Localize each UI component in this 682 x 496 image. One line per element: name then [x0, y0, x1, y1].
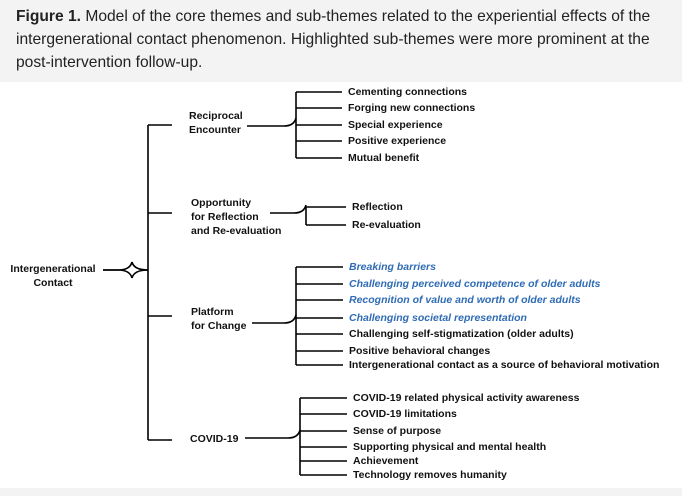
subtheme-label: Sense of purpose: [353, 425, 442, 437]
subtheme-label: Challenging self-stigmatization (older a…: [349, 328, 574, 340]
root-connector: [103, 261, 133, 271]
theme-connector: [252, 314, 297, 324]
figure-caption: Figure 1. Model of the core themes and s…: [0, 0, 682, 82]
theme-connector: [245, 429, 301, 439]
theme-connector: [270, 204, 307, 214]
caption-text: Figure 1. Model of the core themes and s…: [0, 0, 682, 74]
theme-label: Reciprocal: [189, 110, 243, 122]
subtheme-label: COVID-19 limitations: [353, 408, 457, 420]
trunk-junction: [131, 261, 149, 271]
subtheme-label: Recognition of value and worth of older …: [349, 294, 581, 306]
subtheme-label: Challenging perceived competence of olde…: [349, 278, 601, 290]
subtheme-label: Cementing connections: [348, 86, 468, 98]
theme-label: COVID-19: [190, 433, 239, 445]
subtheme-label: Achievement: [353, 455, 419, 467]
theme-label: Platform: [191, 306, 234, 318]
subtheme-label: Re-evaluation: [352, 219, 421, 231]
subtheme-label: Breaking barriers: [349, 261, 436, 273]
figure-label: Figure 1.: [16, 8, 81, 25]
subtheme-label: Positive experience: [348, 135, 447, 147]
subtheme-label: Positive behavioral changes: [349, 345, 491, 357]
subtheme-label: Technology removes humanity: [353, 469, 507, 481]
subtheme-label: Forging new connections: [348, 102, 476, 114]
theme-label: for Change: [191, 320, 247, 332]
subtheme-label: Mutual benefit: [348, 152, 420, 164]
root-label: Intergenerational: [10, 263, 96, 275]
caption-body: Model of the core themes and sub-themes …: [16, 8, 651, 71]
subtheme-label: Special experience: [348, 119, 443, 131]
theme-connector: [247, 117, 297, 127]
subtheme-label: COVID-19 related physical activity aware…: [353, 392, 580, 404]
subtheme-label: Supporting physical and mental health: [353, 441, 547, 453]
theme-label: Encounter: [189, 124, 241, 136]
subtheme-label: Challenging societal representation: [349, 312, 527, 324]
trunk-junction: [131, 269, 149, 279]
root-connector: [103, 269, 133, 279]
subtheme-label: Reflection: [352, 201, 403, 213]
bottom-strip: [0, 488, 682, 496]
root-label: Contact: [33, 277, 73, 289]
theme-label: Opportunity: [191, 197, 252, 209]
connector-lines: [103, 91, 347, 476]
subtheme-label: Intergenerational contact as a source of…: [349, 359, 660, 371]
theme-label: and Re-evaluation: [191, 225, 282, 237]
theme-label: for Reflection: [191, 211, 259, 223]
